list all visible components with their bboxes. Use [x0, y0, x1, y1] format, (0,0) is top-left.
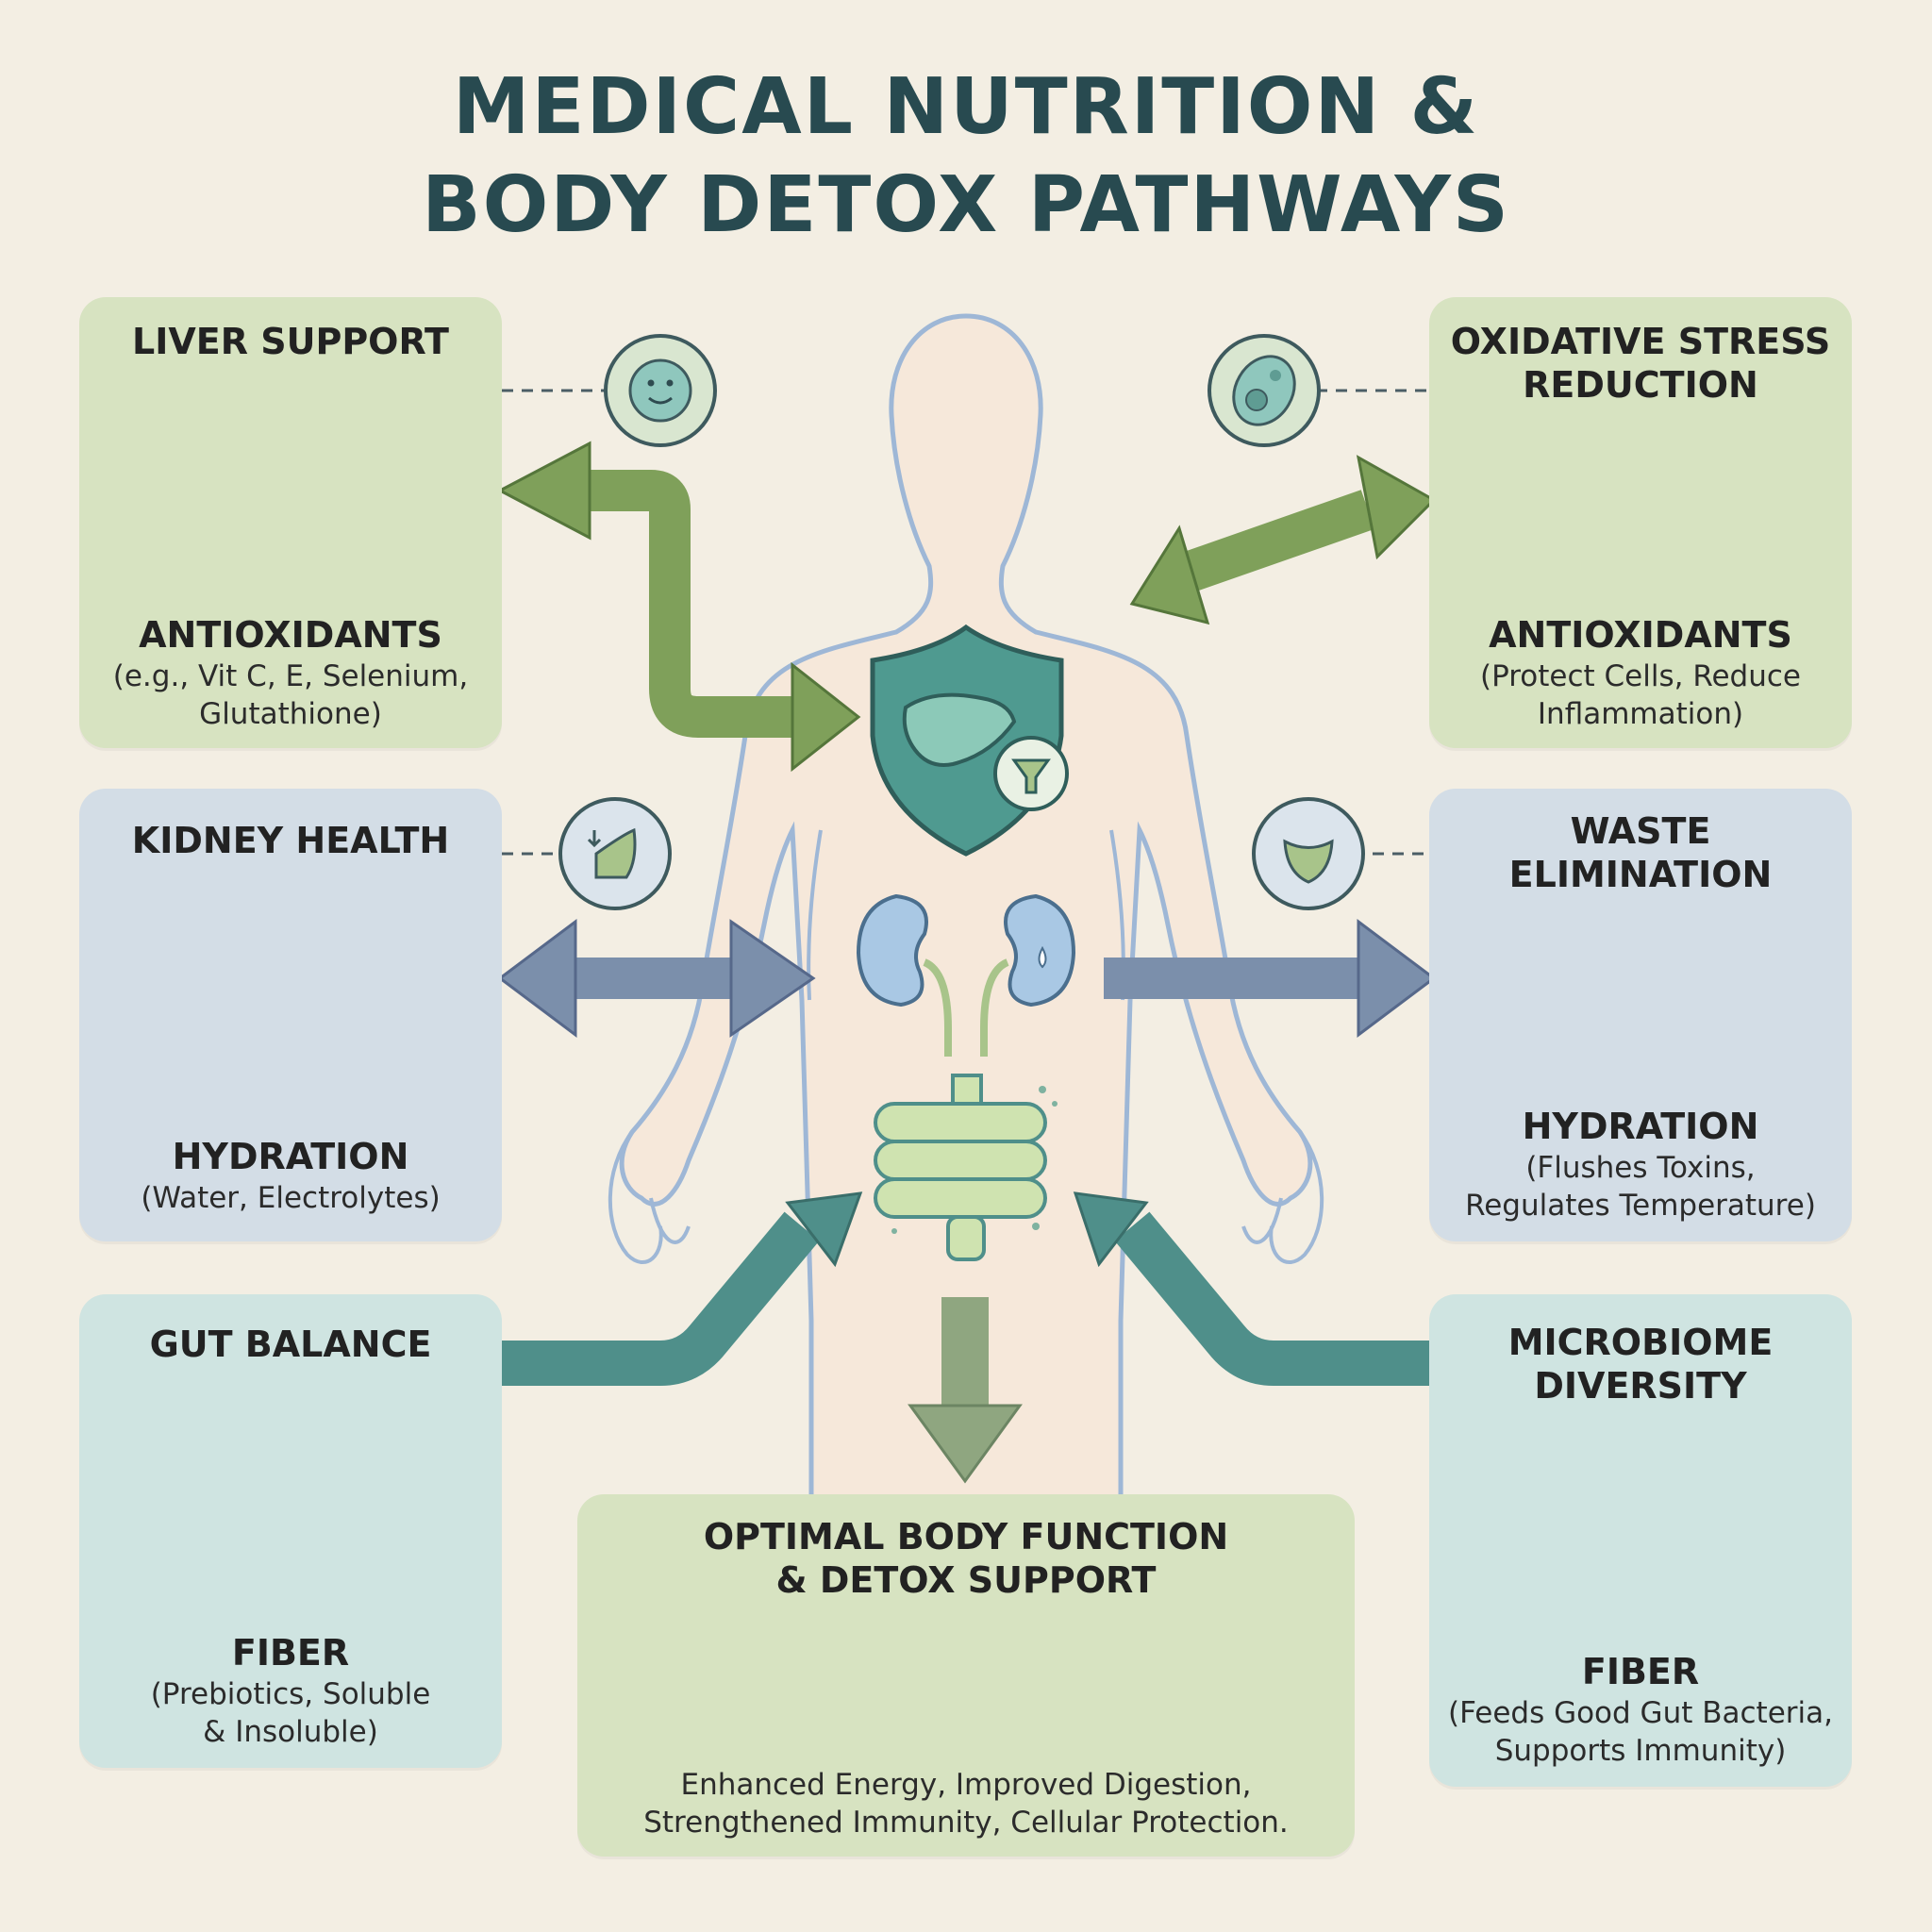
microbiome-diversity-panel: MICROBIOME DIVERSITY FIBER (Feeds Good G…	[1429, 1294, 1852, 1787]
kidney-stone-icon	[558, 797, 672, 910]
liver-desc-line-1: (e.g., Vit C, E, Selenium,	[112, 659, 469, 693]
waste-title-line-1: WASTE	[1570, 810, 1711, 852]
gut-pathway-arrow	[500, 1191, 863, 1386]
optimal-panel-desc: Enhanced Energy, Improved Digestion, Str…	[577, 1766, 1355, 1841]
kidney-panel-nutrient: HYDRATION	[172, 1136, 409, 1177]
oxidative-panel-title: OXIDATIVE STRESS REDUCTION	[1429, 320, 1852, 407]
kidney-desc-line-1: (Water, Electrolytes)	[141, 1181, 441, 1215]
optimal-body-function-panel: OPTIMAL BODY FUNCTION & DETOX SUPPORT En…	[577, 1494, 1355, 1857]
kidney-pathway-arrow	[497, 919, 816, 1038]
intestine-icon	[874, 1074, 1047, 1261]
microbiome-pathway-arrow	[1073, 1191, 1434, 1386]
title-line-2: BODY DETOX PATHWAYS	[422, 160, 1510, 250]
microbiome-title-line-1: MICROBIOME	[1507, 1322, 1774, 1363]
waste-panel-nutrient: HYDRATION	[1522, 1106, 1759, 1147]
liver-panel-title: LIVER SUPPORT	[132, 321, 449, 362]
kidney-panel-title: KIDNEY HEALTH	[131, 820, 450, 861]
center-down-arrow	[908, 1297, 1023, 1484]
gut-balance-panel: GUT BALANCE FIBER (Prebiotics, Soluble &…	[79, 1294, 502, 1768]
oxidative-desc-line-1: (Protect Cells, Reduce	[1479, 659, 1802, 693]
liver-support-panel: LIVER SUPPORT ANTIOXIDANTS (e.g., Vit C,…	[79, 297, 502, 748]
microbiome-title-line-2: DIVERSITY	[1534, 1365, 1747, 1407]
oxidative-panel-nutrient: ANTIOXIDANTS	[1489, 614, 1792, 656]
filter-funnel-icon	[993, 736, 1069, 811]
kidney-health-panel: KIDNEY HEALTH HYDRATION (Water, Electrol…	[79, 789, 502, 1241]
smiling-cell-icon	[604, 334, 717, 447]
liver-panel-nutrient: ANTIOXIDANTS	[139, 614, 442, 656]
waste-panel-desc: (Flushes Toxins, Regulates Temperature)	[1429, 1149, 1852, 1224]
liver-panel-desc: (e.g., Vit C, E, Selenium, Glutathione)	[79, 658, 502, 733]
microbiome-panel-nutrient: FIBER	[1581, 1651, 1700, 1692]
optimal-desc-line-2: Strengthened Immunity, Cellular Protecti…	[643, 1806, 1289, 1840]
gut-desc-line-1: (Prebiotics, Soluble	[150, 1677, 431, 1711]
optimal-title-line-2: & DETOX SUPPORT	[775, 1559, 1157, 1601]
bladder-icon	[1252, 797, 1365, 910]
gut-panel-desc: (Prebiotics, Soluble & Insoluble)	[79, 1675, 502, 1751]
oxidative-title-line-1: OXIDATIVE STRESS	[1450, 321, 1831, 362]
microbiome-desc-line-1: (Feeds Good Gut Bacteria,	[1448, 1696, 1833, 1730]
liver-pathway-arrow	[496, 441, 861, 773]
gut-desc-line-2: & Insoluble)	[203, 1715, 378, 1749]
oxidative-title-line-2: REDUCTION	[1523, 364, 1758, 406]
microbiome-desc-line-2: Supports Immunity)	[1494, 1734, 1787, 1768]
waste-desc-line-1: (Flushes Toxins,	[1525, 1151, 1756, 1185]
waste-panel-title: WASTE ELIMINATION	[1429, 809, 1852, 896]
oxidative-desc-line-2: Inflammation)	[1537, 697, 1744, 731]
kidneys-icon	[856, 893, 1076, 1057]
cell-icon	[1208, 334, 1321, 447]
optimal-panel-title: OPTIMAL BODY FUNCTION & DETOX SUPPORT	[577, 1515, 1355, 1602]
waste-title-line-2: ELIMINATION	[1508, 854, 1773, 895]
microbiome-panel-title: MICROBIOME DIVERSITY	[1429, 1321, 1852, 1407]
waste-desc-line-2: Regulates Temperature)	[1465, 1189, 1816, 1223]
waste-pathway-arrow	[1104, 919, 1437, 1038]
gut-panel-nutrient: FIBER	[231, 1632, 350, 1674]
liver-desc-line-2: Glutathione)	[199, 697, 382, 731]
gut-panel-title: GUT BALANCE	[149, 1324, 432, 1365]
page-title: MEDICAL NUTRITION & BODY DETOX PATHWAYS	[0, 58, 1932, 255]
title-line-1: MEDICAL NUTRITION &	[452, 62, 1480, 152]
kidney-panel-desc: (Water, Electrolytes)	[79, 1179, 502, 1217]
optimal-desc-line-1: Enhanced Energy, Improved Digestion,	[680, 1768, 1252, 1802]
optimal-title-line-1: OPTIMAL BODY FUNCTION	[703, 1516, 1229, 1557]
waste-elimination-panel: WASTE ELIMINATION HYDRATION (Flushes Tox…	[1429, 789, 1852, 1241]
oxidative-panel-desc: (Protect Cells, Reduce Inflammation)	[1429, 658, 1852, 733]
microbiome-panel-desc: (Feeds Good Gut Bacteria, Supports Immun…	[1429, 1694, 1852, 1770]
oxidative-stress-panel: OXIDATIVE STRESS REDUCTION ANTIOXIDANTS …	[1429, 297, 1852, 748]
connector-lines	[502, 389, 1429, 856]
oxidative-pathway-arrow	[1129, 455, 1437, 625]
